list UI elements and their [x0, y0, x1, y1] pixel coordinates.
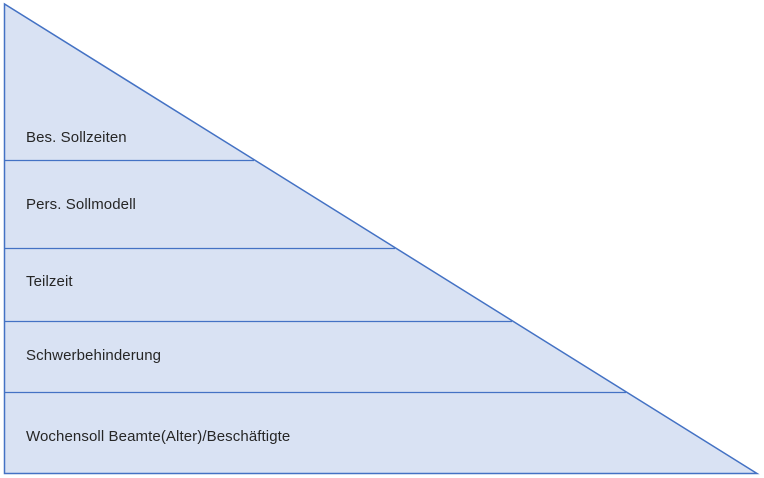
band-label: Teilzeit: [26, 273, 73, 290]
triangle-shape: [3, 2, 760, 475]
band-label: Schwerbehinderung: [26, 347, 162, 364]
band-label: Pers. Sollmodell: [26, 196, 136, 213]
band-label: Bes. Sollzeiten: [26, 129, 127, 146]
band-label: Wochensoll Beamte(Alter)/Beschäftigte: [26, 428, 291, 445]
